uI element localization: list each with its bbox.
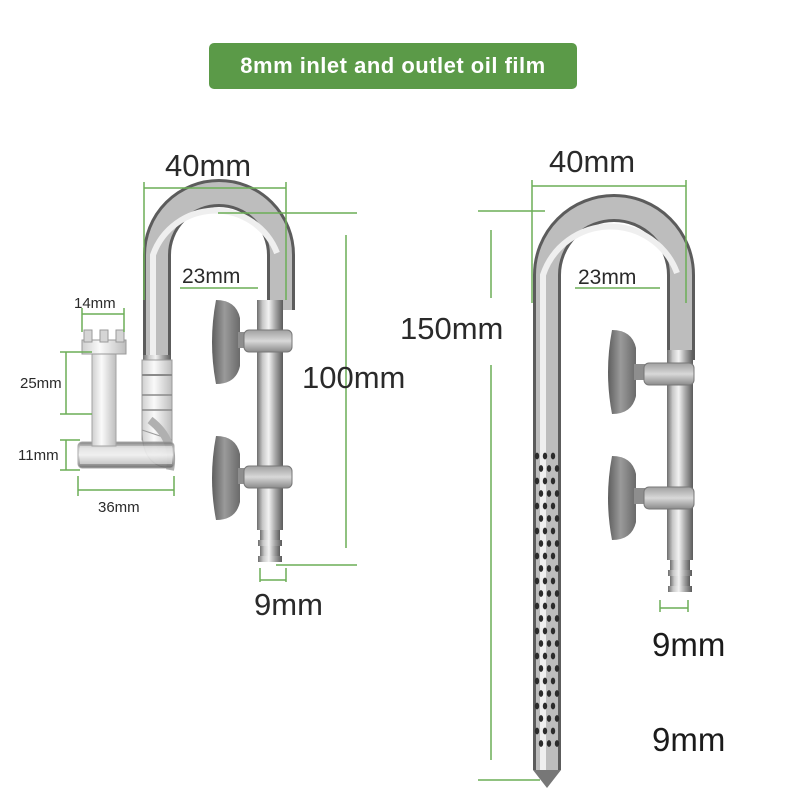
perforation-hole (534, 727, 540, 735)
skimmer-top-label: 14mm (74, 295, 116, 312)
perforation-hole (554, 590, 560, 597)
perforation-hole (554, 615, 560, 622)
perforation-hole (546, 715, 552, 722)
perforation-hole (538, 640, 544, 647)
perforation-hole (546, 690, 552, 697)
perforation-hole (550, 502, 556, 510)
perforation-hole (542, 627, 548, 635)
perforation-hole (554, 565, 560, 572)
perforation-hole (550, 552, 556, 560)
perforation-hole (554, 690, 560, 697)
perforation-hole (538, 690, 544, 697)
inlet-height-label: 100mm (302, 360, 406, 395)
perforation-hole (546, 465, 552, 472)
perforation-hole (542, 452, 548, 460)
perforation-hole (538, 740, 544, 747)
perforation-hole (538, 615, 544, 622)
perforation-hole (550, 577, 556, 585)
perforation-hole (554, 490, 560, 497)
perforation-hole (550, 627, 556, 635)
perforation-hole (542, 677, 548, 685)
inlet-width-label: 40mm (165, 148, 252, 183)
perforation-hole (538, 565, 544, 572)
perforation-hole (538, 515, 544, 522)
skimmer-body-label: 25mm (20, 375, 62, 392)
perforation-hole (534, 452, 540, 460)
perforation-hole (542, 552, 548, 560)
perforation-hole (538, 490, 544, 497)
perforation-hole (554, 515, 560, 522)
outlet-width-label: 40mm (549, 144, 636, 179)
outlet-bottom-label: 9mm (652, 721, 726, 758)
perforation-hole (554, 715, 560, 722)
perforation-hole (546, 565, 552, 572)
suction-cup-icon (212, 300, 293, 384)
perforation-hole (534, 552, 540, 560)
perforation-holes (534, 452, 560, 747)
outlet-tip-label: 9mm (652, 626, 726, 663)
perforation-hole (550, 677, 556, 685)
skimmer-width-label: 36mm (98, 499, 140, 516)
perforation-hole (534, 477, 540, 485)
perforation-hole (554, 740, 560, 747)
perforation-hole (534, 502, 540, 510)
perforation-hole (538, 665, 544, 672)
perforation-hole (546, 640, 552, 647)
perforation-hole (534, 702, 540, 710)
perforation-hole (546, 490, 552, 497)
perforation-hole (550, 452, 556, 460)
suction-cup-icon (608, 456, 695, 540)
inlet-tip-label: 9mm (254, 587, 323, 622)
dimension-lines (60, 180, 689, 781)
perforation-hole (538, 590, 544, 597)
perforation-hole (542, 527, 548, 535)
perforation-hole (534, 652, 540, 660)
perforation-hole (538, 465, 544, 472)
suction-cup-icon (212, 436, 293, 520)
perforation-hole (550, 652, 556, 660)
outlet-inner-width-label: 23mm (578, 266, 637, 289)
perforation-hole (546, 515, 552, 522)
perforation-hole (546, 740, 552, 747)
perforation-hole (550, 477, 556, 485)
perforation-hole (546, 665, 552, 672)
perforation-hole (538, 540, 544, 547)
title-banner: 8mm inlet and outlet oil film (209, 43, 577, 89)
perforation-hole (538, 715, 544, 722)
skimmer-base-label: 11mm (18, 447, 59, 464)
perforation-hole (546, 540, 552, 547)
inlet-inner-width-label: 23mm (182, 265, 241, 288)
perforation-hole (546, 615, 552, 622)
perforation-hole (534, 677, 540, 685)
perforation-hole (542, 502, 548, 510)
suction-cup-icon (608, 330, 695, 414)
perforation-hole (550, 602, 556, 610)
perforation-hole (550, 727, 556, 735)
perforation-hole (534, 577, 540, 585)
perforation-hole (542, 652, 548, 660)
perforation-hole (542, 602, 548, 610)
skimmer-head (77, 329, 175, 471)
perforation-hole (534, 527, 540, 535)
perforation-hole (542, 702, 548, 710)
perforation-hole (542, 477, 548, 485)
perforation-hole (534, 602, 540, 610)
perforation-hole (554, 640, 560, 647)
perforation-hole (554, 665, 560, 672)
perforation-hole (554, 465, 560, 472)
outlet-pipe (533, 194, 695, 788)
perforation-hole (542, 577, 548, 585)
perforation-hole (550, 702, 556, 710)
outlet-height-label: 150mm (400, 311, 504, 346)
perforation-hole (550, 527, 556, 535)
perforation-hole (554, 540, 560, 547)
perforation-hole (542, 727, 548, 735)
perforation-hole (546, 590, 552, 597)
perforation-hole (534, 627, 540, 635)
title-text: 8mm inlet and outlet oil film (240, 53, 546, 78)
